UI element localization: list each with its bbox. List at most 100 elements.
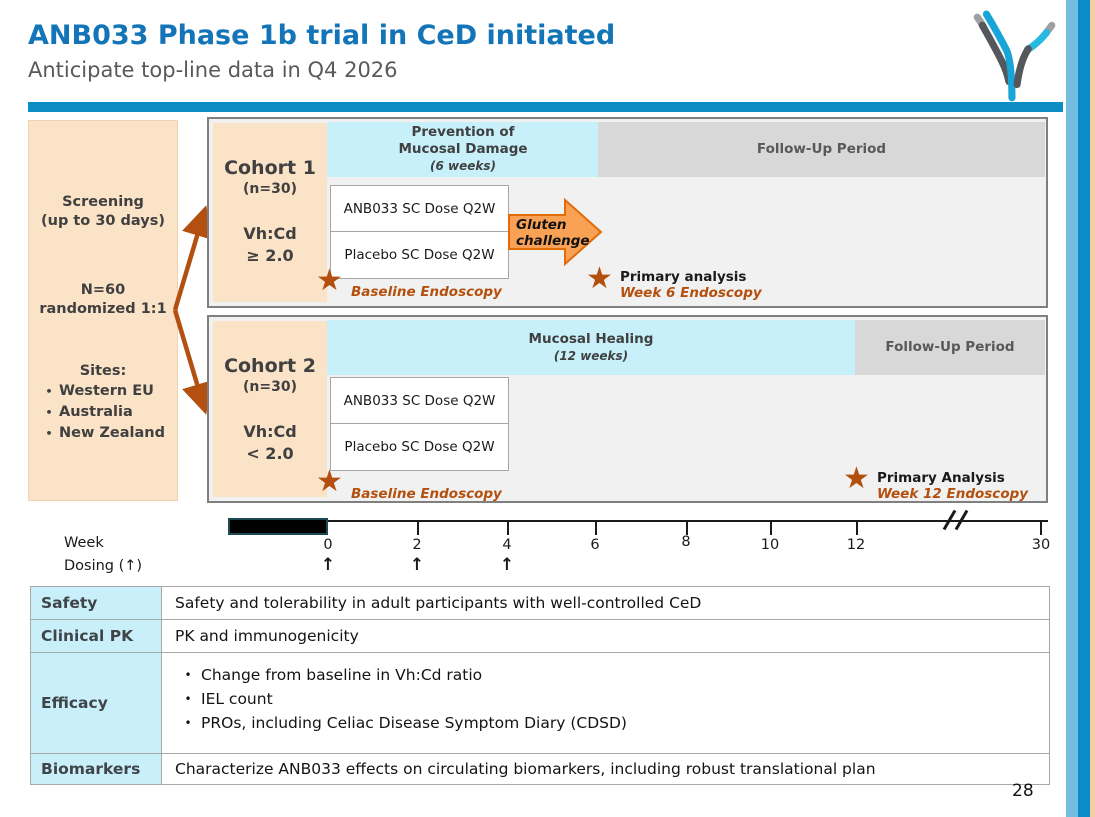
bullet-icon: • bbox=[184, 716, 192, 730]
cohort1-arm-anb033: ANB033 SC Dose Q2W bbox=[330, 185, 509, 232]
dose-arrow-icon: ↑ bbox=[320, 555, 336, 575]
dosing-axis-label: Dosing (↑) bbox=[64, 558, 143, 574]
cohort-n: (n=30) bbox=[243, 181, 297, 197]
page-subtitle: Anticipate top-line data in Q4 2026 bbox=[28, 58, 398, 82]
table-row: Safety Safety and tolerability in adult … bbox=[31, 587, 1049, 619]
arm-label: ANB033 SC Dose Q2W bbox=[343, 392, 496, 409]
bullet-icon: • bbox=[45, 406, 53, 419]
antibody-logo-icon bbox=[973, 10, 1056, 102]
list-item: • Western EU bbox=[39, 381, 177, 402]
page-number: 28 bbox=[1012, 781, 1034, 801]
cohort-n: (n=30) bbox=[243, 379, 297, 395]
bullet-icon: • bbox=[184, 692, 192, 706]
endpoints-table: Safety Safety and tolerability in adult … bbox=[30, 586, 1050, 785]
bullet-line: • IEL count bbox=[175, 687, 1049, 711]
tick-label: 12 bbox=[846, 537, 866, 553]
site-name: Australia bbox=[59, 404, 133, 420]
edge-bar-light-blue bbox=[1066, 0, 1078, 817]
criteria-line: Vh:Cd bbox=[243, 224, 297, 243]
site-name: New Zealand bbox=[59, 425, 166, 441]
phase-duration: (6 weeks) bbox=[430, 159, 496, 173]
bullet-icon: • bbox=[45, 385, 53, 398]
cohort2-label-box: Cohort 2 (n=30) Vh:Cd < 2.0 bbox=[213, 321, 327, 497]
right-arrow-icon bbox=[508, 197, 603, 267]
axis-tick bbox=[595, 521, 597, 535]
gluten-label: challenge bbox=[516, 233, 590, 249]
bullet-icon: • bbox=[45, 427, 53, 440]
header-divider bbox=[28, 102, 1063, 112]
bullet-text: Change from baseline in Vh:Cd ratio bbox=[201, 666, 483, 684]
row-label: Clinical PK bbox=[31, 620, 162, 652]
bullet-text: PROs, including Celiac Disease Symptom D… bbox=[201, 714, 627, 732]
table-row: Clinical PK PK and immunogenicity bbox=[31, 619, 1049, 652]
tick-label: 4 bbox=[502, 537, 512, 553]
cohort2-phase-band: Mucosal Healing (12 weeks) bbox=[327, 320, 855, 375]
screening-line: (up to 30 days) bbox=[41, 213, 165, 229]
table-row: Biomarkers Characterize ANB033 effects o… bbox=[31, 753, 1049, 784]
row-content: Safety and tolerability in adult partici… bbox=[175, 594, 702, 612]
dose-arrow-icon: ↑ bbox=[409, 555, 425, 575]
list-item: • New Zealand bbox=[39, 423, 177, 444]
axis-tick bbox=[686, 521, 688, 535]
gluten-challenge-arrow: Gluten challenge bbox=[508, 197, 603, 267]
phase-title: Mucosal Healing bbox=[528, 331, 654, 347]
edge-bar-blue bbox=[1078, 0, 1090, 817]
cohort-name: Cohort 1 bbox=[224, 157, 316, 179]
cohort1-phase-band: Prevention of Mucosal Damage (6 weeks) bbox=[327, 122, 599, 177]
row-label: Safety bbox=[31, 587, 162, 619]
sites-list: • Western EU • Australia • New Zealand bbox=[29, 381, 177, 444]
row-label: Efficacy bbox=[31, 653, 162, 753]
dose-arrow-icon: ↑ bbox=[499, 555, 515, 575]
cohort2-arm-anb033: ANB033 SC Dose Q2W bbox=[330, 377, 509, 424]
followup-label: Follow-Up Period bbox=[756, 141, 887, 157]
randomization-line: randomized 1:1 bbox=[39, 301, 167, 317]
cohort1-label-box: Cohort 1 (n=30) Vh:Cd ≥ 2.0 bbox=[213, 123, 327, 302]
star-icon: ★ bbox=[316, 464, 343, 499]
arm-label: ANB033 SC Dose Q2W bbox=[343, 200, 496, 217]
tick-label: 30 bbox=[1031, 537, 1051, 553]
randomization-branch-arrows-icon bbox=[172, 205, 213, 415]
screening-line: Screening bbox=[62, 194, 144, 210]
tick-label: 6 bbox=[590, 537, 600, 553]
page-title: ANB033 Phase 1b trial in CeD initiated bbox=[28, 20, 616, 51]
row-content: • Change from baseline in Vh:Cd ratio • IE… bbox=[162, 653, 1049, 753]
baseline-endoscopy-label: Baseline Endoscopy bbox=[351, 284, 502, 300]
star-icon: ★ bbox=[586, 261, 613, 296]
star-icon: ★ bbox=[843, 461, 870, 496]
primary-endoscopy-label: Week 6 Endoscopy bbox=[620, 285, 762, 301]
gluten-label: Gluten bbox=[516, 217, 567, 233]
followup-label: Follow-Up Period bbox=[885, 339, 1015, 355]
baseline-endoscopy-label: Baseline Endoscopy bbox=[351, 486, 502, 502]
bullet-line: • PROs, including Celiac Disease Symptom … bbox=[175, 711, 1049, 735]
cohort2-panel: Cohort 2 (n=30) Vh:Cd < 2.0 Mucosal Heal… bbox=[207, 315, 1048, 503]
screening-box: Screening (up to 30 days) N=60 randomize… bbox=[28, 120, 178, 501]
week-axis-label: Week bbox=[64, 535, 104, 551]
star-icon: ★ bbox=[316, 263, 343, 298]
phase-title: Mucosal Damage bbox=[398, 141, 528, 157]
cohort1-panel: Cohort 1 (n=30) Vh:Cd ≥ 2.0 Prevention o… bbox=[207, 117, 1048, 308]
bullet-line: • Change from baseline in Vh:Cd ratio bbox=[175, 663, 1049, 687]
primary-analysis-label: Primary Analysis bbox=[877, 470, 1005, 486]
table-row: Efficacy • Change from baseline in Vh:Cd … bbox=[31, 652, 1049, 753]
cohort1-arm-placebo: Placebo SC Dose Q2W bbox=[330, 231, 509, 279]
cohort1-followup-band: Follow-Up Period bbox=[598, 122, 1045, 177]
primary-analysis-label: Primary analysis bbox=[620, 269, 747, 285]
site-name: Western EU bbox=[59, 383, 154, 399]
sites-label: Sites: bbox=[79, 363, 127, 379]
phase-title: Prevention of bbox=[411, 124, 515, 140]
bullet-icon: • bbox=[184, 668, 192, 682]
primary-endoscopy-label: Week 12 Endoscopy bbox=[877, 486, 1029, 502]
cohort-name: Cohort 2 bbox=[224, 355, 316, 377]
cohort2-arm-placebo: Placebo SC Dose Q2W bbox=[330, 423, 509, 471]
axis-tick bbox=[770, 521, 772, 535]
arm-label: Placebo SC Dose Q2W bbox=[344, 247, 495, 263]
criteria-line: < 2.0 bbox=[246, 444, 294, 463]
tick-label: 10 bbox=[760, 537, 780, 553]
tick-label: 8 bbox=[681, 534, 691, 550]
arm-label: Placebo SC Dose Q2W bbox=[344, 439, 495, 455]
bullet-text: IEL count bbox=[201, 690, 273, 708]
randomization-line: N=60 bbox=[80, 282, 126, 298]
list-item: • Australia bbox=[39, 402, 177, 423]
axis-tick bbox=[507, 521, 509, 535]
